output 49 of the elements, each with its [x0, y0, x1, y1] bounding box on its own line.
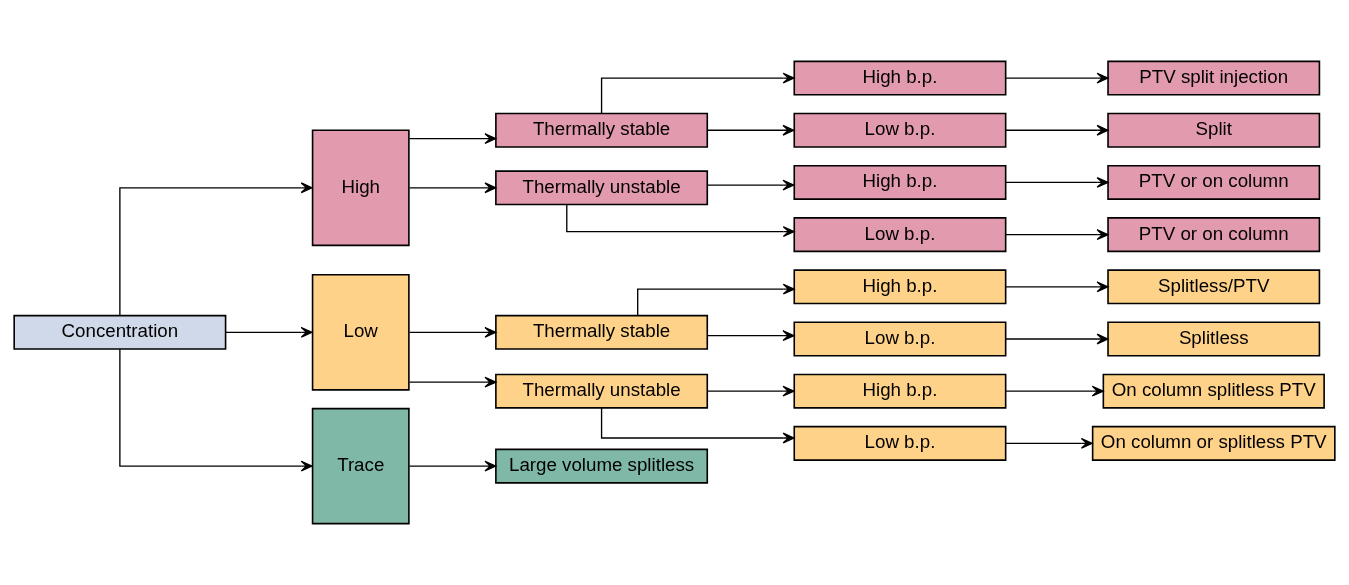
node-box: Splitless	[1107, 321, 1321, 357]
node-box: High b.p.	[793, 269, 1007, 305]
node-box: Split	[1107, 112, 1321, 148]
node-box: PTV or on column	[1107, 217, 1321, 253]
node-box: Low b.p.	[793, 112, 1007, 148]
arrow	[119, 182, 313, 316]
arrow	[706, 179, 795, 191]
arrow	[408, 460, 497, 472]
arrow	[600, 72, 795, 114]
arrow	[706, 385, 795, 397]
node-box: On column splitless PTV	[1102, 373, 1325, 409]
arrow	[225, 326, 313, 338]
arrow	[1005, 281, 1109, 293]
node-box: Splitless/PTV	[1107, 269, 1321, 305]
arrow	[1005, 124, 1109, 136]
arrow	[706, 330, 795, 342]
node-box: On column or splitless PTV	[1091, 425, 1336, 461]
arrow	[706, 124, 795, 136]
arrow	[600, 407, 795, 444]
node-box: Low b.p.	[793, 321, 1007, 357]
node-box: Thermally unstable	[495, 170, 709, 206]
arrow	[408, 182, 497, 194]
arrow	[566, 203, 795, 238]
node-box: Low	[311, 273, 410, 391]
arrow	[1005, 176, 1109, 188]
node-box: Large volume splitless	[495, 448, 709, 484]
node-box: Concentration	[13, 314, 227, 350]
arrow	[1005, 229, 1109, 241]
arrow	[408, 376, 497, 388]
node-box: Thermally stable	[495, 314, 709, 350]
arrow	[1005, 333, 1109, 345]
arrow	[408, 326, 497, 338]
node-box: PTV or on column	[1107, 164, 1321, 200]
node-box: Low b.p.	[793, 217, 1007, 253]
node-box: PTV split injection	[1107, 60, 1321, 96]
arrow	[1005, 385, 1104, 397]
node-box: Trace	[311, 407, 410, 525]
arrow	[1005, 72, 1109, 84]
arrow	[119, 348, 313, 472]
arrow	[1005, 437, 1093, 449]
arrow	[408, 133, 497, 145]
node-box: High	[311, 129, 410, 247]
node-box: Low b.p.	[793, 425, 1007, 461]
node-box: High b.p.	[793, 373, 1007, 409]
node-box: Thermally unstable	[495, 373, 709, 409]
arrow	[637, 283, 795, 316]
node-box: Thermally stable	[495, 112, 709, 148]
node-box: High b.p.	[793, 60, 1007, 96]
node-box: High b.p.	[793, 164, 1007, 200]
